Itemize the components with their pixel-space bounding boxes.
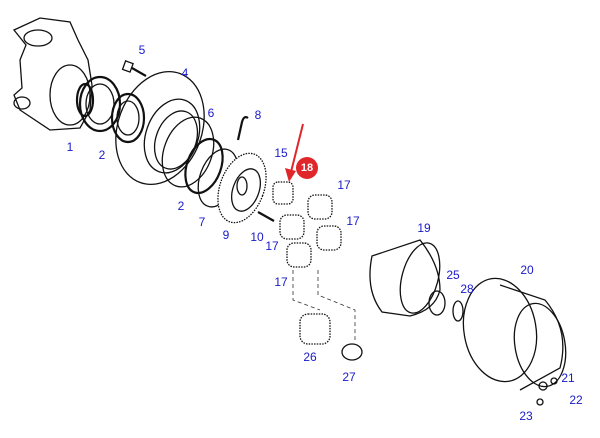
part-label-17d: 17 — [274, 275, 288, 289]
part-label-17a: 17 — [265, 239, 279, 253]
part-label-5: 5 — [138, 43, 146, 57]
seal-ring — [78, 75, 122, 133]
bearing-2 — [184, 137, 224, 195]
part-label-27: 27 — [342, 370, 356, 384]
part-label-8: 8 — [254, 108, 262, 122]
steering-knuckle — [12, 17, 95, 131]
part-label-26: 26 — [303, 350, 317, 364]
part-label-21: 21 — [561, 371, 575, 385]
part-label-10: 10 — [250, 230, 264, 244]
plug — [538, 381, 548, 391]
circlip-25 — [428, 290, 446, 316]
ring-28 — [452, 300, 464, 322]
highlight-arrow — [285, 123, 304, 182]
planet-gears — [279, 194, 342, 345]
planet-carrier — [217, 152, 267, 224]
part-label-2b: 2 — [177, 199, 185, 213]
sun-gear — [272, 181, 294, 205]
gear-26 — [299, 313, 331, 345]
part-label-17b: 17 — [337, 178, 351, 192]
part-label-20: 20 — [520, 263, 534, 277]
part-label-23: 23 — [519, 409, 533, 423]
part-label-7: 7 — [198, 215, 206, 229]
part-label-25: 25 — [446, 268, 460, 282]
pin — [236, 116, 249, 141]
o-ring — [161, 116, 215, 188]
part-label-4: 4 — [181, 66, 189, 80]
ring-27 — [341, 343, 363, 361]
part-label-2: 2 — [98, 148, 106, 162]
highlighted-part-badge: 18 — [296, 157, 318, 179]
part-label-28: 28 — [460, 282, 474, 296]
ring-gear — [369, 239, 441, 317]
part-label-9: 9 — [222, 228, 230, 242]
part-label-1: 1 — [66, 140, 74, 154]
part-label-6: 6 — [207, 106, 215, 120]
part-label-22: 22 — [569, 393, 583, 407]
bearing — [110, 92, 146, 144]
bolt — [121, 60, 147, 77]
part-label-19: 19 — [417, 221, 431, 235]
part-label-15: 15 — [274, 146, 288, 160]
part-label-17c: 17 — [346, 214, 360, 228]
screw — [257, 211, 275, 222]
